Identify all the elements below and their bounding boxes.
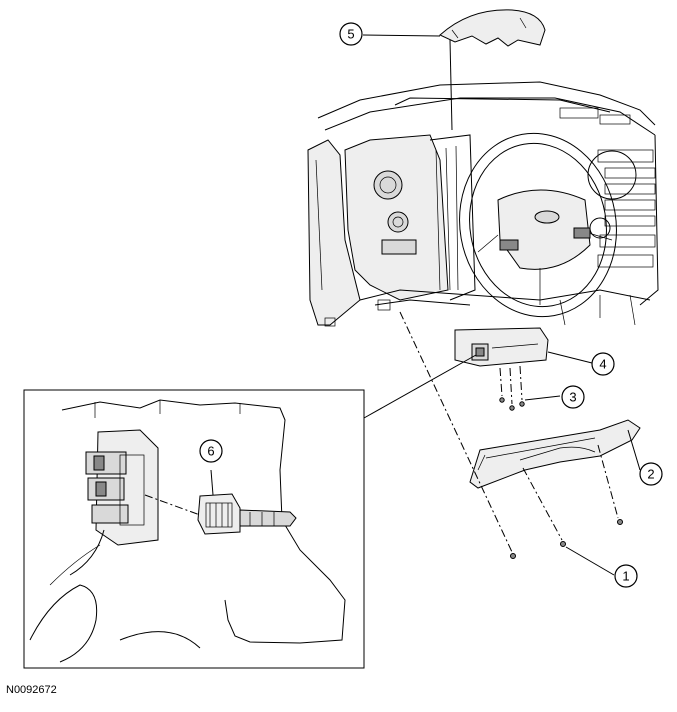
callout-2-label: 2 <box>647 467 654 482</box>
callout-5: 5 <box>339 22 363 46</box>
callout-3: 3 <box>561 385 585 409</box>
callout-3-label: 3 <box>569 390 576 405</box>
callout-6: 6 <box>199 439 223 463</box>
figure-id: N0092672 <box>6 684 57 696</box>
callout-4: 4 <box>591 352 615 376</box>
callout-2: 2 <box>639 462 663 486</box>
instrument-panel <box>307 81 659 327</box>
center-stack <box>597 134 659 306</box>
screw-1a <box>510 553 516 559</box>
callout-4-label: 4 <box>599 357 606 372</box>
callout-6-label: 6 <box>207 444 214 459</box>
callout-5-label: 5 <box>347 27 354 42</box>
detail-inset <box>23 354 477 669</box>
switch-bracket <box>454 327 549 367</box>
screw-1c <box>617 519 623 525</box>
steering-column-shroud <box>439 9 546 47</box>
bolts-3 <box>499 365 525 411</box>
steering-column-cover <box>469 419 641 489</box>
callout-1-label: 1 <box>622 569 629 584</box>
callout-1: 1 <box>614 564 638 588</box>
screw-1b <box>560 541 566 547</box>
